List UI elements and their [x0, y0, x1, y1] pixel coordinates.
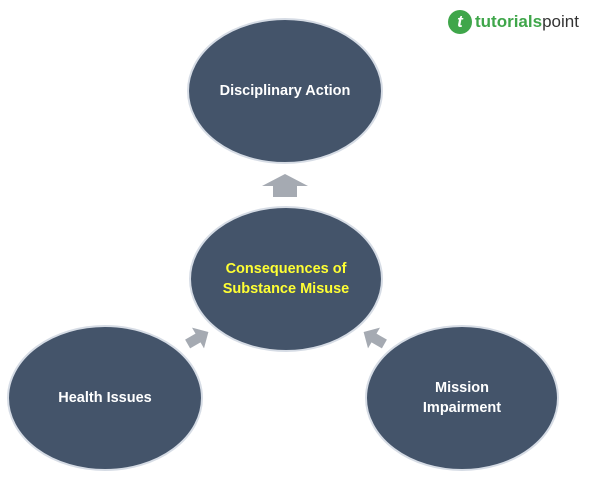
node-left-shape [7, 325, 203, 471]
node-right-label: Mission Impairment [422, 380, 502, 416]
node-top-label: Disciplinary Action [219, 83, 351, 99]
arrow-down-right-icon [363, 327, 387, 349]
logo-text-point: point [542, 12, 579, 31]
node-center-label: Consequences of Substance Misuse [222, 261, 350, 297]
node-right-shape [365, 325, 559, 471]
node-top-shape [187, 18, 383, 164]
arrow-up-icon [262, 174, 308, 197]
logo-mark-icon: t [448, 10, 472, 34]
logo-text-tutorials: tutorials [475, 12, 543, 31]
node-left-label: Health Issues [58, 390, 152, 406]
arrow-down-left-icon [185, 327, 209, 349]
node-center-shape [189, 206, 383, 352]
